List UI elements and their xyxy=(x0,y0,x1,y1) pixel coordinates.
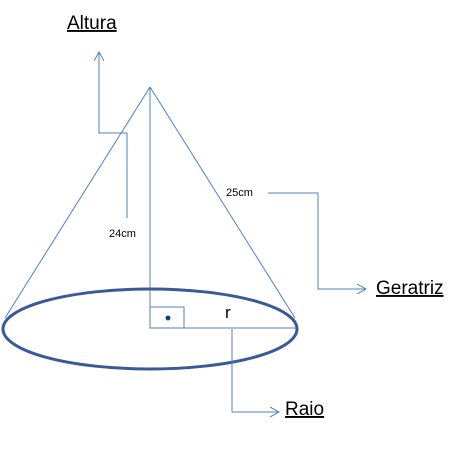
slant-value: 25cm xyxy=(226,187,253,199)
radius-callout xyxy=(231,329,279,412)
radius-symbol: r xyxy=(225,303,231,322)
cone-left-side xyxy=(4,86,151,319)
right-angle-dot xyxy=(165,315,171,321)
right-angle-marker xyxy=(149,306,185,329)
slant-callout xyxy=(268,192,366,289)
slant-title: Geratriz xyxy=(376,278,444,299)
height-title: Altura xyxy=(67,13,117,34)
cone-right-side xyxy=(149,86,296,319)
base-ellipse xyxy=(1,287,299,371)
height-value: 24cm xyxy=(109,228,136,240)
radius-title: Raio xyxy=(285,399,324,420)
height-callout xyxy=(99,52,128,218)
